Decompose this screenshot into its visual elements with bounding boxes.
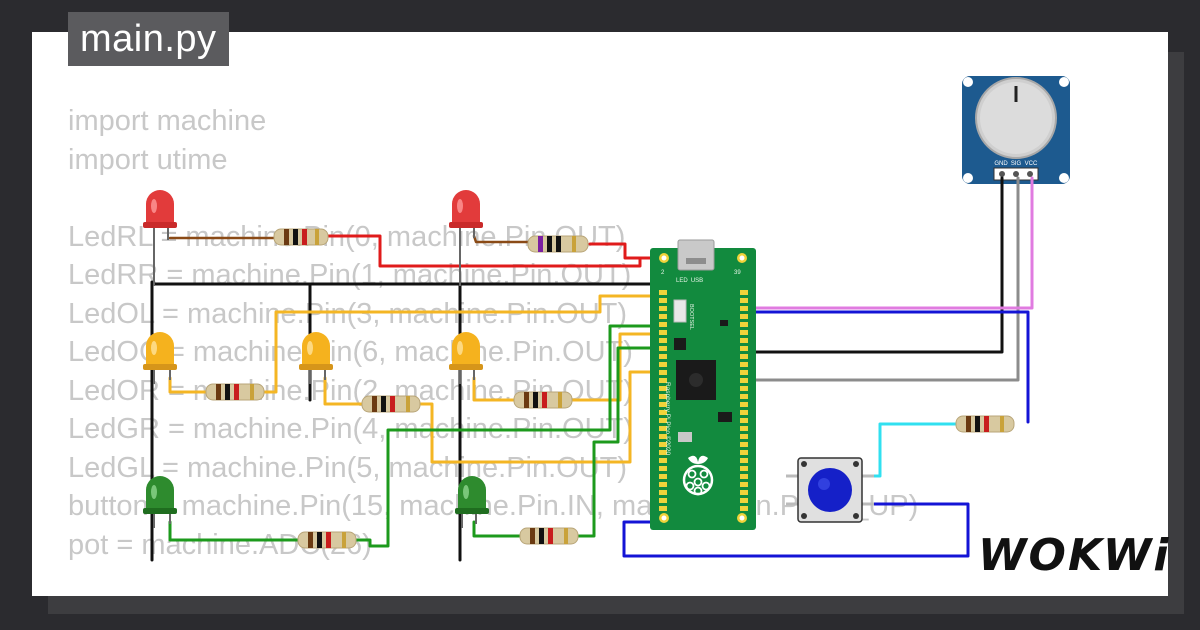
wire-orange bbox=[472, 376, 520, 402]
led-red[interactable] bbox=[449, 190, 483, 286]
resistor[interactable] bbox=[297, 531, 357, 549]
wire-green bbox=[570, 346, 657, 538]
wire-green bbox=[168, 520, 302, 542]
wire-blue bbox=[742, 310, 1030, 424]
wire-cyan bbox=[868, 422, 962, 478]
pot-pin-label: SIG bbox=[1011, 161, 1022, 167]
pot-pin-label: VCC bbox=[1025, 161, 1038, 167]
usb-port bbox=[677, 239, 715, 271]
wire-red bbox=[588, 242, 657, 260]
wire-green bbox=[348, 324, 657, 548]
raspberry-logo-icon bbox=[682, 455, 714, 496]
code-line: import utime bbox=[68, 143, 228, 176]
wire-orange bbox=[566, 332, 657, 402]
wire-brown bbox=[472, 234, 530, 244]
board-label: Raspberry Pi Pico ©2020 bbox=[664, 382, 672, 455]
resistor[interactable] bbox=[519, 527, 579, 545]
file-name-tab[interactable]: main.py bbox=[68, 12, 229, 66]
wire-black bbox=[742, 176, 1004, 354]
wire-orange bbox=[323, 376, 367, 406]
bootsel-label: BOOTSEL bbox=[688, 304, 694, 330]
wire-green bbox=[472, 520, 524, 538]
raspberry-pi-pico[interactable]: USB 1 2 39 LED BOOTSEL bbox=[650, 239, 756, 530]
wire-blue bbox=[622, 502, 970, 558]
led-label: LED bbox=[676, 278, 688, 284]
wire-gray bbox=[742, 176, 1020, 382]
wokwi-logo: WOKWi bbox=[978, 530, 1171, 581]
wire-orange bbox=[168, 376, 212, 394]
wire-orange bbox=[413, 370, 657, 464]
push-button[interactable] bbox=[786, 457, 874, 523]
led-orange[interactable] bbox=[449, 332, 483, 384]
led-green[interactable] bbox=[143, 476, 177, 528]
led-green[interactable] bbox=[455, 476, 489, 528]
usb-label: USB bbox=[691, 278, 703, 284]
led-orange[interactable] bbox=[299, 332, 333, 384]
wire-orange bbox=[256, 294, 657, 394]
resistor[interactable] bbox=[205, 383, 265, 401]
potentiometer[interactable]: GND SIG VCC bbox=[962, 76, 1070, 184]
resistor[interactable] bbox=[361, 395, 421, 413]
resistor[interactable] bbox=[273, 228, 329, 246]
led-orange[interactable] bbox=[143, 332, 177, 384]
resistor[interactable] bbox=[527, 235, 589, 253]
wire-red bbox=[316, 234, 657, 268]
pin-header bbox=[659, 290, 748, 511]
pin-label: 2 bbox=[661, 270, 665, 276]
code-line: import machine bbox=[68, 105, 267, 137]
pot-pin-label: GND bbox=[994, 161, 1008, 167]
wire-violet bbox=[742, 176, 1034, 310]
led-red[interactable] bbox=[143, 190, 177, 286]
code-line: LedGL = machine.Pin(5, machine.Pin.OUT) bbox=[68, 451, 628, 484]
resistor[interactable] bbox=[513, 391, 573, 409]
resistor[interactable] bbox=[955, 415, 1015, 433]
bootsel-button bbox=[673, 299, 687, 323]
pin-label: 39 bbox=[734, 270, 741, 276]
